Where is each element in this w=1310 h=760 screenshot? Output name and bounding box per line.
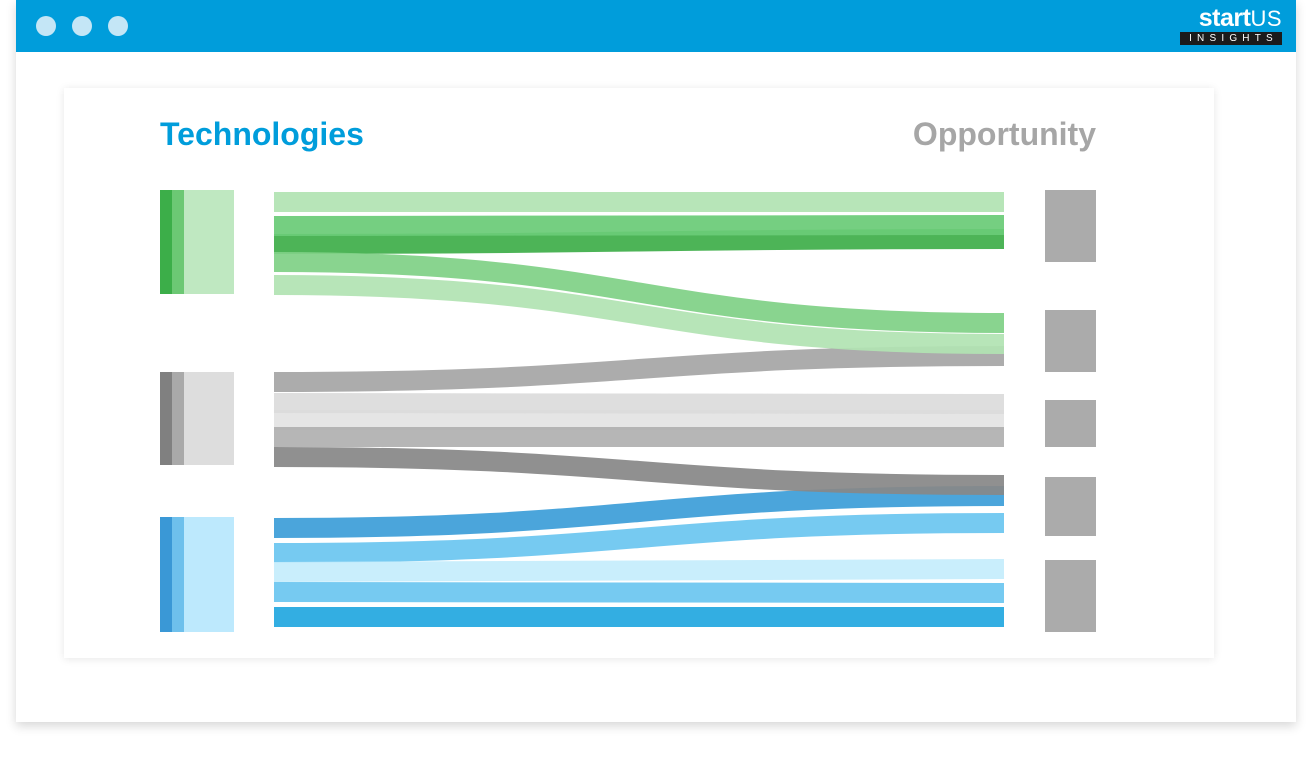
- sankey-diagram: [160, 190, 1096, 632]
- flow-tech-gray-to-opportunity-2: [273, 393, 1005, 414]
- target-node-opportunity-5: [1045, 560, 1096, 632]
- technologies-title: Technologies: [160, 116, 364, 152]
- source-node-1-swatch-3: [184, 190, 234, 294]
- flow-tech-blue-to-opportunity-2: [273, 513, 1005, 563]
- target-node-opportunity-1: [1045, 190, 1096, 262]
- flow-tech-blue-to-opportunity-4: [273, 582, 1005, 603]
- source-node-2-swatch-1: [160, 372, 172, 465]
- target-node-opportunity-4: [1045, 477, 1096, 536]
- source-node-1: [160, 190, 234, 294]
- source-node-1-swatch-2: [172, 190, 184, 294]
- logo-us-text: US: [1250, 6, 1282, 31]
- window-dot-1-icon[interactable]: [36, 16, 56, 36]
- flow-tech-green-to-opportunity-5: [273, 275, 1005, 354]
- source-node-3-swatch-1: [160, 517, 172, 632]
- logo-wordmark: startUS: [1199, 5, 1282, 31]
- flow-tech-blue-to-opportunity-3: [273, 559, 1005, 582]
- source-node-2-swatch-3: [184, 372, 234, 465]
- logo-insights-text: INSIGHTS: [1180, 32, 1282, 45]
- flow-tech-gray-to-opportunity-1: [273, 346, 1005, 392]
- source-node-2: [160, 372, 234, 465]
- source-node-2-swatch-2: [172, 372, 184, 465]
- flow-tech-gray-to-opportunity-5: [273, 447, 1005, 495]
- flow-tech-green-to-opportunity-3: [273, 229, 1005, 254]
- window-titlebar: startUS INSIGHTS: [16, 0, 1296, 52]
- source-node-1-swatch-1: [160, 190, 172, 294]
- flow-tech-green-to-opportunity-2: [273, 215, 1005, 236]
- diagram-card: Technologies Opportunity: [64, 88, 1214, 658]
- flow-tech-green-to-opportunity-4: [273, 252, 1005, 333]
- target-node-opportunity-2: [1045, 310, 1096, 372]
- target-node-opportunity-3: [1045, 400, 1096, 447]
- opportunity-title: Opportunity: [912, 116, 1096, 152]
- source-node-3-swatch-3: [184, 517, 234, 632]
- window-dot-2-icon[interactable]: [72, 16, 92, 36]
- startus-insights-logo: startUS INSIGHTS: [1180, 5, 1282, 47]
- source-node-3-swatch-2: [172, 517, 184, 632]
- source-node-3: [160, 517, 234, 632]
- window-dot-3-icon[interactable]: [108, 16, 128, 36]
- logo-start-text: start: [1198, 4, 1251, 32]
- flow-tech-blue-to-opportunity-1: [273, 486, 1005, 538]
